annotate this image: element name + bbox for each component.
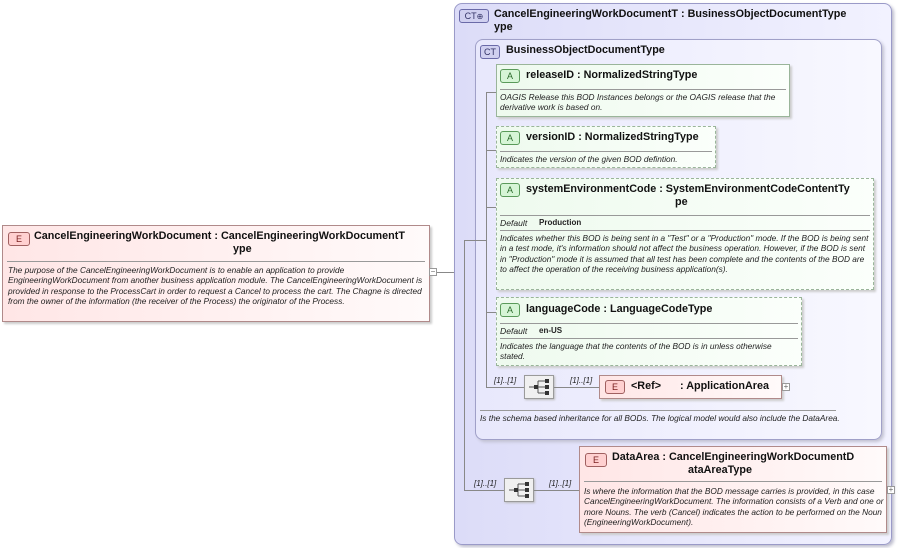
attribute-description: Indicates whether this BOD is being sent… [500,233,869,275]
attribute-badge: A [500,183,520,197]
attribute-badge: A [500,303,520,317]
attribute-languagecode[interactable]: A languageCode : LanguageCodeType Defaul… [496,297,802,366]
data-area-label-cont: ataAreaType [688,464,753,476]
ref-label: <Ref> [631,380,662,392]
attribute-badge: A [500,69,520,83]
data-area-element[interactable]: E DataArea : CancelEngineeringWorkDocume… [579,446,887,533]
cardinality-label: [1]..[1] [494,376,517,385]
default-key: Default [500,218,528,228]
complex-type-label-cont: ype [494,21,513,33]
complex-type-label: CancelEngineeringWorkDocumentT : Busines… [494,8,847,20]
element-badge: E [605,380,625,394]
sequence-icon-svg [529,379,549,395]
plus-icon[interactable]: + [887,485,895,494]
base-type-badge: CT [480,45,500,59]
data-area-description: Is where the information that the BOD me… [584,486,884,528]
attribute-versionid[interactable]: A versionID : NormalizedStringType Indic… [496,126,716,168]
collapse-icon[interactable]: − [429,267,437,276]
attribute-description: Indicates the version of the given BOD d… [500,154,678,164]
cardinality-label: [1]..[1] [549,479,572,488]
root-element-label-cont: ype [233,243,252,255]
default-value: en-US [539,326,563,335]
default-value: Production [539,218,582,227]
attribute-label-cont: pe [675,196,688,208]
data-area-label: DataArea : CancelEngineeringWorkDocument… [612,451,855,463]
attribute-description: Indicates the language that the contents… [500,341,772,362]
application-area-label: : ApplicationArea [680,380,769,392]
cardinality-label: [1]..[1] [570,376,593,385]
sequence-icon-svg [509,482,529,498]
sequence-icon[interactable] [504,478,534,502]
attribute-label: releaseID : NormalizedStringType [526,69,698,81]
element-badge: E [8,232,30,246]
cardinality-label: [1]..[1] [474,479,497,488]
root-element-description: The purpose of the CancelEngineeringWork… [8,265,423,307]
default-key: Default [500,326,528,336]
plus-icon[interactable]: + [782,382,790,391]
base-type-label: BusinessObjectDocumentType [506,44,665,56]
root-element-box[interactable]: E CancelEngineeringWorkDocument : Cancel… [2,225,430,322]
attribute-label: versionID : NormalizedStringType [526,131,699,143]
attribute-description: OAGIS Release this BOD Instances belongs… [500,92,776,113]
application-area-element[interactable]: E <Ref> : ApplicationArea [599,375,782,399]
complex-type-badge: CT⊕ [459,9,489,23]
attribute-systemenvironmentcode[interactable]: A systemEnvironmentCode : SystemEnvironm… [496,178,874,290]
base-type-description: Is the schema based inheritance for all … [480,413,840,423]
attribute-badge: A [500,131,520,145]
attribute-label: systemEnvironmentCode : SystemEnvironmen… [526,183,850,195]
root-element-label: CancelEngineeringWorkDocument : CancelEn… [34,230,405,242]
attribute-label: languageCode : LanguageCodeType [526,303,713,315]
element-badge: E [585,453,607,467]
sequence-icon[interactable] [524,375,554,399]
attribute-releaseid[interactable]: A releaseID : NormalizedStringType OAGIS… [496,64,790,117]
